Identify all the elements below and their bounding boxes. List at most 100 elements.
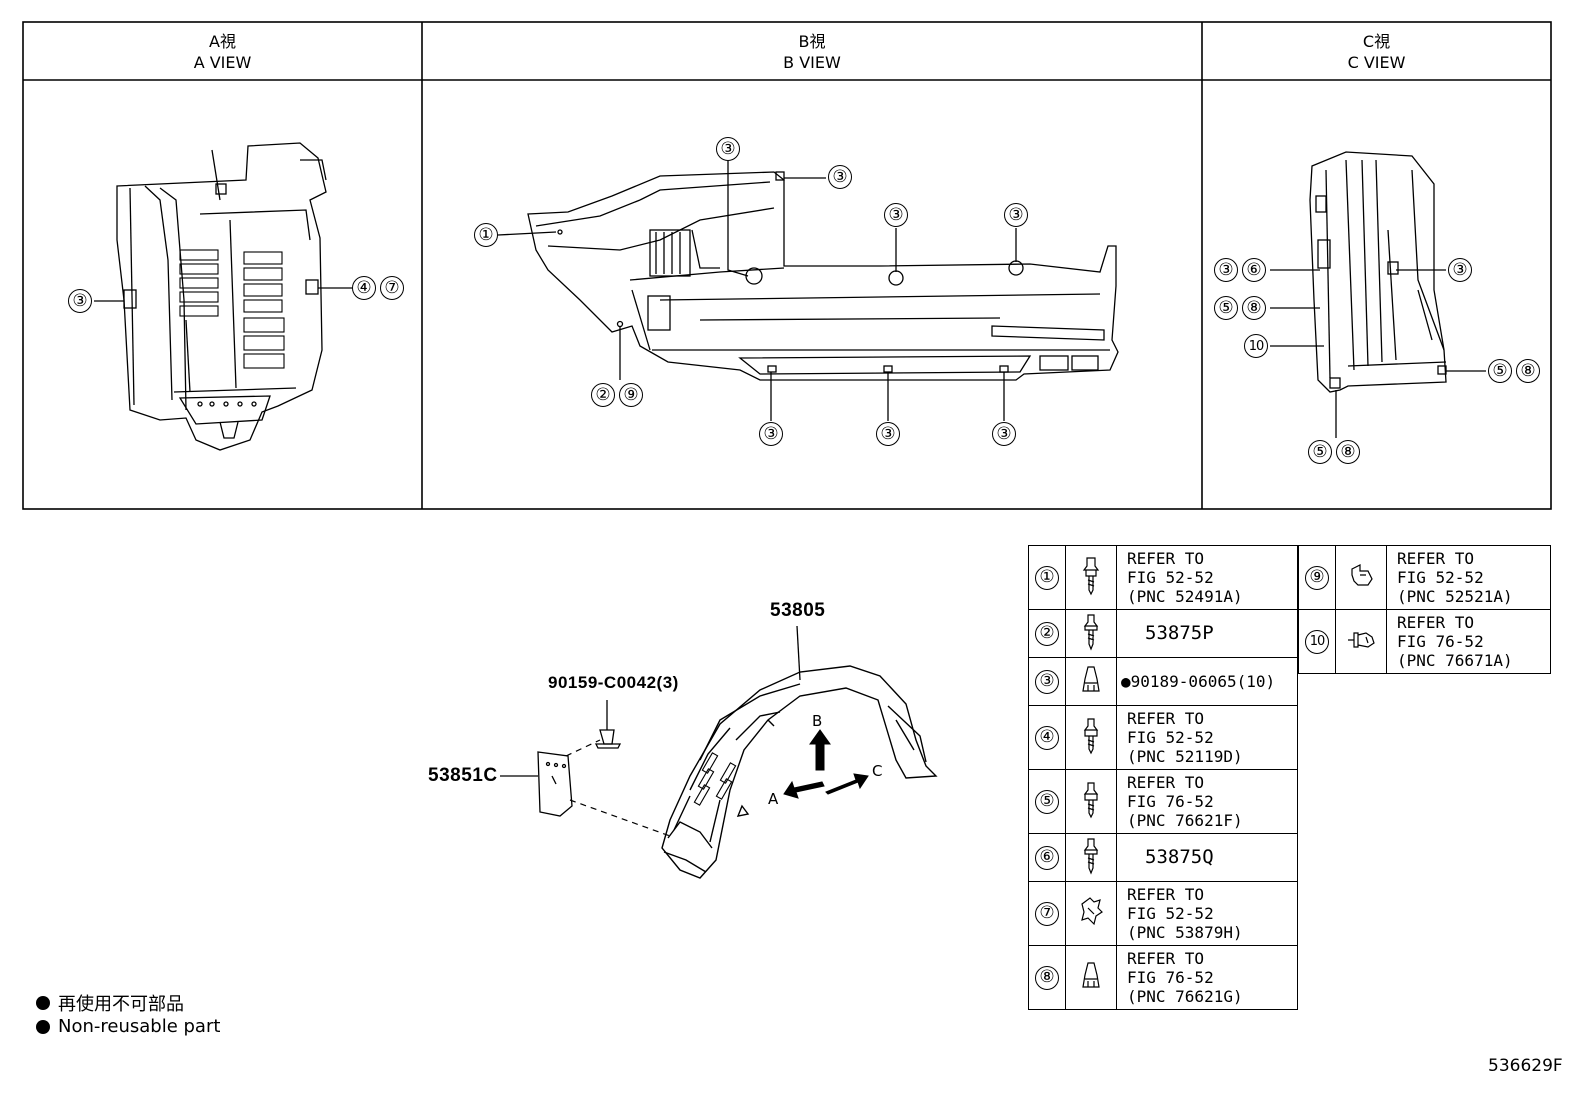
legend-num-9: ⑨ xyxy=(1305,565,1329,590)
views-frame xyxy=(22,21,1552,510)
legend-text-5: REFER TO FIG 76-52 (PNC 76621F) xyxy=(1116,769,1298,834)
callout-3: ③ xyxy=(828,165,852,189)
b-view-callout-3a: ③ xyxy=(716,137,740,161)
screw-drawing xyxy=(594,700,622,749)
legend-num-3: ③ xyxy=(1035,669,1059,694)
a-view-drawing xyxy=(116,142,327,451)
note-en-text: Non-reusable part xyxy=(58,1016,221,1037)
legend-row-2: ② 53875P xyxy=(1028,609,1298,658)
b-view-callout-3f: ③ xyxy=(876,422,900,446)
callout-3: ③ xyxy=(876,422,900,446)
legend-row-6: ⑥ 53875Q xyxy=(1028,833,1298,882)
arrow-a xyxy=(783,780,825,799)
legend-row-3: ③ ●90189-06065(10) xyxy=(1028,657,1298,706)
callout-3: ③ xyxy=(884,203,908,227)
b-view-en-label: B VIEW xyxy=(783,53,841,72)
grommet-icon xyxy=(1335,609,1387,674)
screw-icon xyxy=(1065,833,1117,882)
legend-num-1: ① xyxy=(1035,565,1059,590)
a-view-jp-label: A視 xyxy=(209,32,236,51)
legend-text-8: REFER TO FIG 76-52 (PNC 76621G) xyxy=(1116,945,1298,1010)
c-view-callout-3: ③ xyxy=(1448,258,1472,282)
c-view-jp-label: C視 xyxy=(1362,32,1391,51)
a-view-header: A視 A VIEW xyxy=(23,31,422,73)
part-number-screw[interactable]: 90159-C0042(3) xyxy=(548,673,679,692)
nut-icon xyxy=(1065,657,1117,706)
clip-icon xyxy=(1065,881,1117,946)
bolt-icon xyxy=(1065,545,1117,610)
note-en: Non-reusable part xyxy=(36,1016,220,1037)
mudguard-drawing xyxy=(537,751,573,817)
legend-text-4: REFER TO FIG 52-52 (PNC 52119D) xyxy=(1116,705,1298,770)
legend-row-10: 10 REFER TO FIG 76-52 (PNC 76671A) xyxy=(1298,609,1551,674)
fastener-legend-left: ① REFER TO FIG 52-52 (PNC 52491A) ② 5387… xyxy=(1028,545,1298,1010)
part-number-mudguard[interactable]: 53851C xyxy=(428,765,498,786)
callout-3: ③ xyxy=(1448,258,1472,282)
callout-3: ③ xyxy=(759,422,783,446)
legend-row-5: ⑤ REFER TO FIG 76-52 (PNC 76621F) xyxy=(1028,769,1298,834)
legend-row-4: ④ REFER TO FIG 52-52 (PNC 52119D) xyxy=(1028,705,1298,770)
callout-8: ⑧ xyxy=(1516,359,1540,383)
legend-num-4: ④ xyxy=(1035,725,1059,750)
b-view-callout-3e: ③ xyxy=(759,422,783,446)
b-view-drawing xyxy=(527,171,1119,381)
legend-num-8: ⑧ xyxy=(1035,965,1059,990)
legend-text-2: 53875P xyxy=(1116,609,1298,658)
direction-label-a: A xyxy=(768,790,779,808)
legend-num-2: ② xyxy=(1035,621,1059,646)
callout-1: ① xyxy=(474,223,498,247)
callout-3: ③ xyxy=(992,422,1016,446)
callout-3: ③ xyxy=(716,137,740,161)
legend-text-9: REFER TO FIG 52-52 (PNC 52521A) xyxy=(1386,545,1551,610)
legend-num-10: 10 xyxy=(1305,629,1329,654)
c-view-en-label: C VIEW xyxy=(1347,53,1406,72)
nut-icon xyxy=(1065,945,1117,1010)
non-reusable-dot-icon xyxy=(36,1019,50,1034)
note-jp-text: 再使用不可部品 xyxy=(58,994,184,1015)
b-view-callout-1: ① xyxy=(474,223,498,247)
callout-5: ⑤ xyxy=(1308,440,1332,464)
legend-num-6: ⑥ xyxy=(1035,845,1059,870)
b-view-callout-3g: ③ xyxy=(992,422,1016,446)
callout-7: ⑦ xyxy=(380,276,404,300)
b-view-jp-label: B視 xyxy=(798,32,826,51)
part-number-liner[interactable]: 53805 xyxy=(770,600,826,621)
callout-8: ⑧ xyxy=(1242,296,1266,320)
fastener-legend-right: ⑨ REFER TO FIG 52-52 (PNC 52521A) 10 REF… xyxy=(1298,545,1551,674)
clip-icon xyxy=(1335,545,1387,610)
legend-text-6: 53875Q xyxy=(1116,833,1298,882)
legend-text-7: REFER TO FIG 52-52 (PNC 53879H) xyxy=(1116,881,1298,946)
callout-8: ⑧ xyxy=(1336,440,1360,464)
legend-row-8: ⑧ REFER TO FIG 76-52 (PNC 76621G) xyxy=(1028,945,1298,1010)
callout-3: ③ xyxy=(1004,203,1028,227)
legend-row-7: ⑦ REFER TO FIG 52-52 (PNC 53879H) xyxy=(1028,881,1298,946)
a-view-en-label: A VIEW xyxy=(193,53,252,72)
b-view-callout-3c: ③ xyxy=(884,203,908,227)
direction-label-c: C xyxy=(872,762,883,780)
c-view-callout-10: 10 xyxy=(1244,334,1268,358)
callout-5: ⑤ xyxy=(1214,296,1238,320)
callout-3: ③ xyxy=(1214,258,1238,282)
callout-10: 10 xyxy=(1244,334,1268,358)
c-view-header: C視 C VIEW xyxy=(1202,31,1551,73)
callout-4: ④ xyxy=(352,276,376,300)
non-reusable-dot-icon xyxy=(36,996,50,1010)
legend-text-3: ●90189-06065(10) xyxy=(1116,657,1298,706)
legend-text-1: REFER TO FIG 52-52 (PNC 52491A) xyxy=(1116,545,1298,610)
figure-id: 536629F xyxy=(1488,1056,1563,1076)
fender-liner-drawing xyxy=(661,665,938,879)
legend-text-10: REFER TO FIG 76-52 (PNC 76671A) xyxy=(1386,609,1551,674)
callout-5: ⑤ xyxy=(1488,359,1512,383)
direction-label-b: B xyxy=(812,712,823,730)
legend-row-1: ① REFER TO FIG 52-52 (PNC 52491A) xyxy=(1028,545,1298,610)
note-jp: 再使用不可部品 xyxy=(36,990,184,1016)
callout-6: ⑥ xyxy=(1242,258,1266,282)
arrow-b xyxy=(809,729,831,771)
screw-icon xyxy=(1065,609,1117,658)
a-view-callout-3: ③ xyxy=(68,289,92,313)
